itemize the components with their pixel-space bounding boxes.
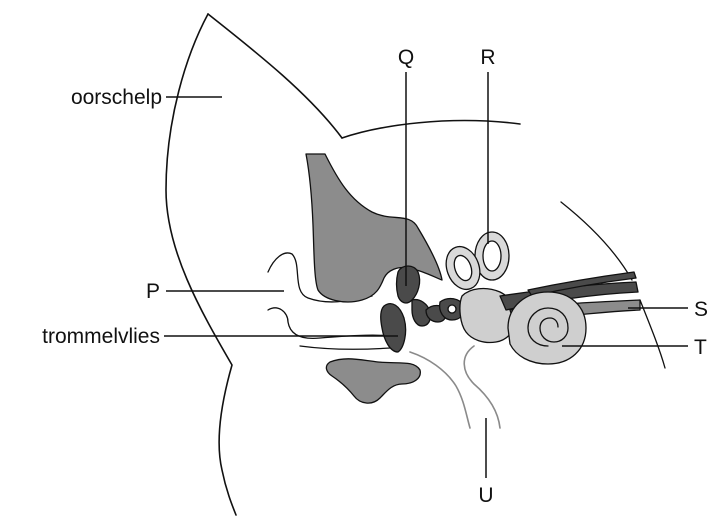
label-R: R [480, 46, 495, 69]
ear-canal-floor [300, 346, 390, 349]
label-Q: Q [398, 46, 414, 69]
eustachian-tube-lower [464, 346, 500, 428]
eustachian-tube-upper [410, 352, 470, 428]
semicircular-canals [440, 232, 509, 294]
temporal-bone-lower [326, 359, 420, 403]
oval-window-dot [448, 305, 456, 313]
auricle-outline [166, 14, 236, 515]
ossicle-hammer [397, 266, 420, 303]
head-contour-right-upper [561, 202, 632, 280]
cochlea [508, 292, 586, 364]
label-T: T [694, 336, 707, 359]
label-S: S [694, 298, 708, 321]
head-contour-top [342, 121, 520, 138]
eardrum [381, 304, 406, 352]
head-contour-right-lower [640, 300, 665, 368]
label-P: P [146, 280, 160, 303]
temporal-bone-upper [306, 154, 442, 302]
label-oorschelp: oorschelp [71, 86, 162, 109]
label-U: U [478, 484, 493, 507]
label-trommelvlies: trommelvlies [42, 325, 160, 348]
auricle-top-edge [208, 14, 342, 138]
ear-canal-lower-wall [268, 308, 392, 338]
